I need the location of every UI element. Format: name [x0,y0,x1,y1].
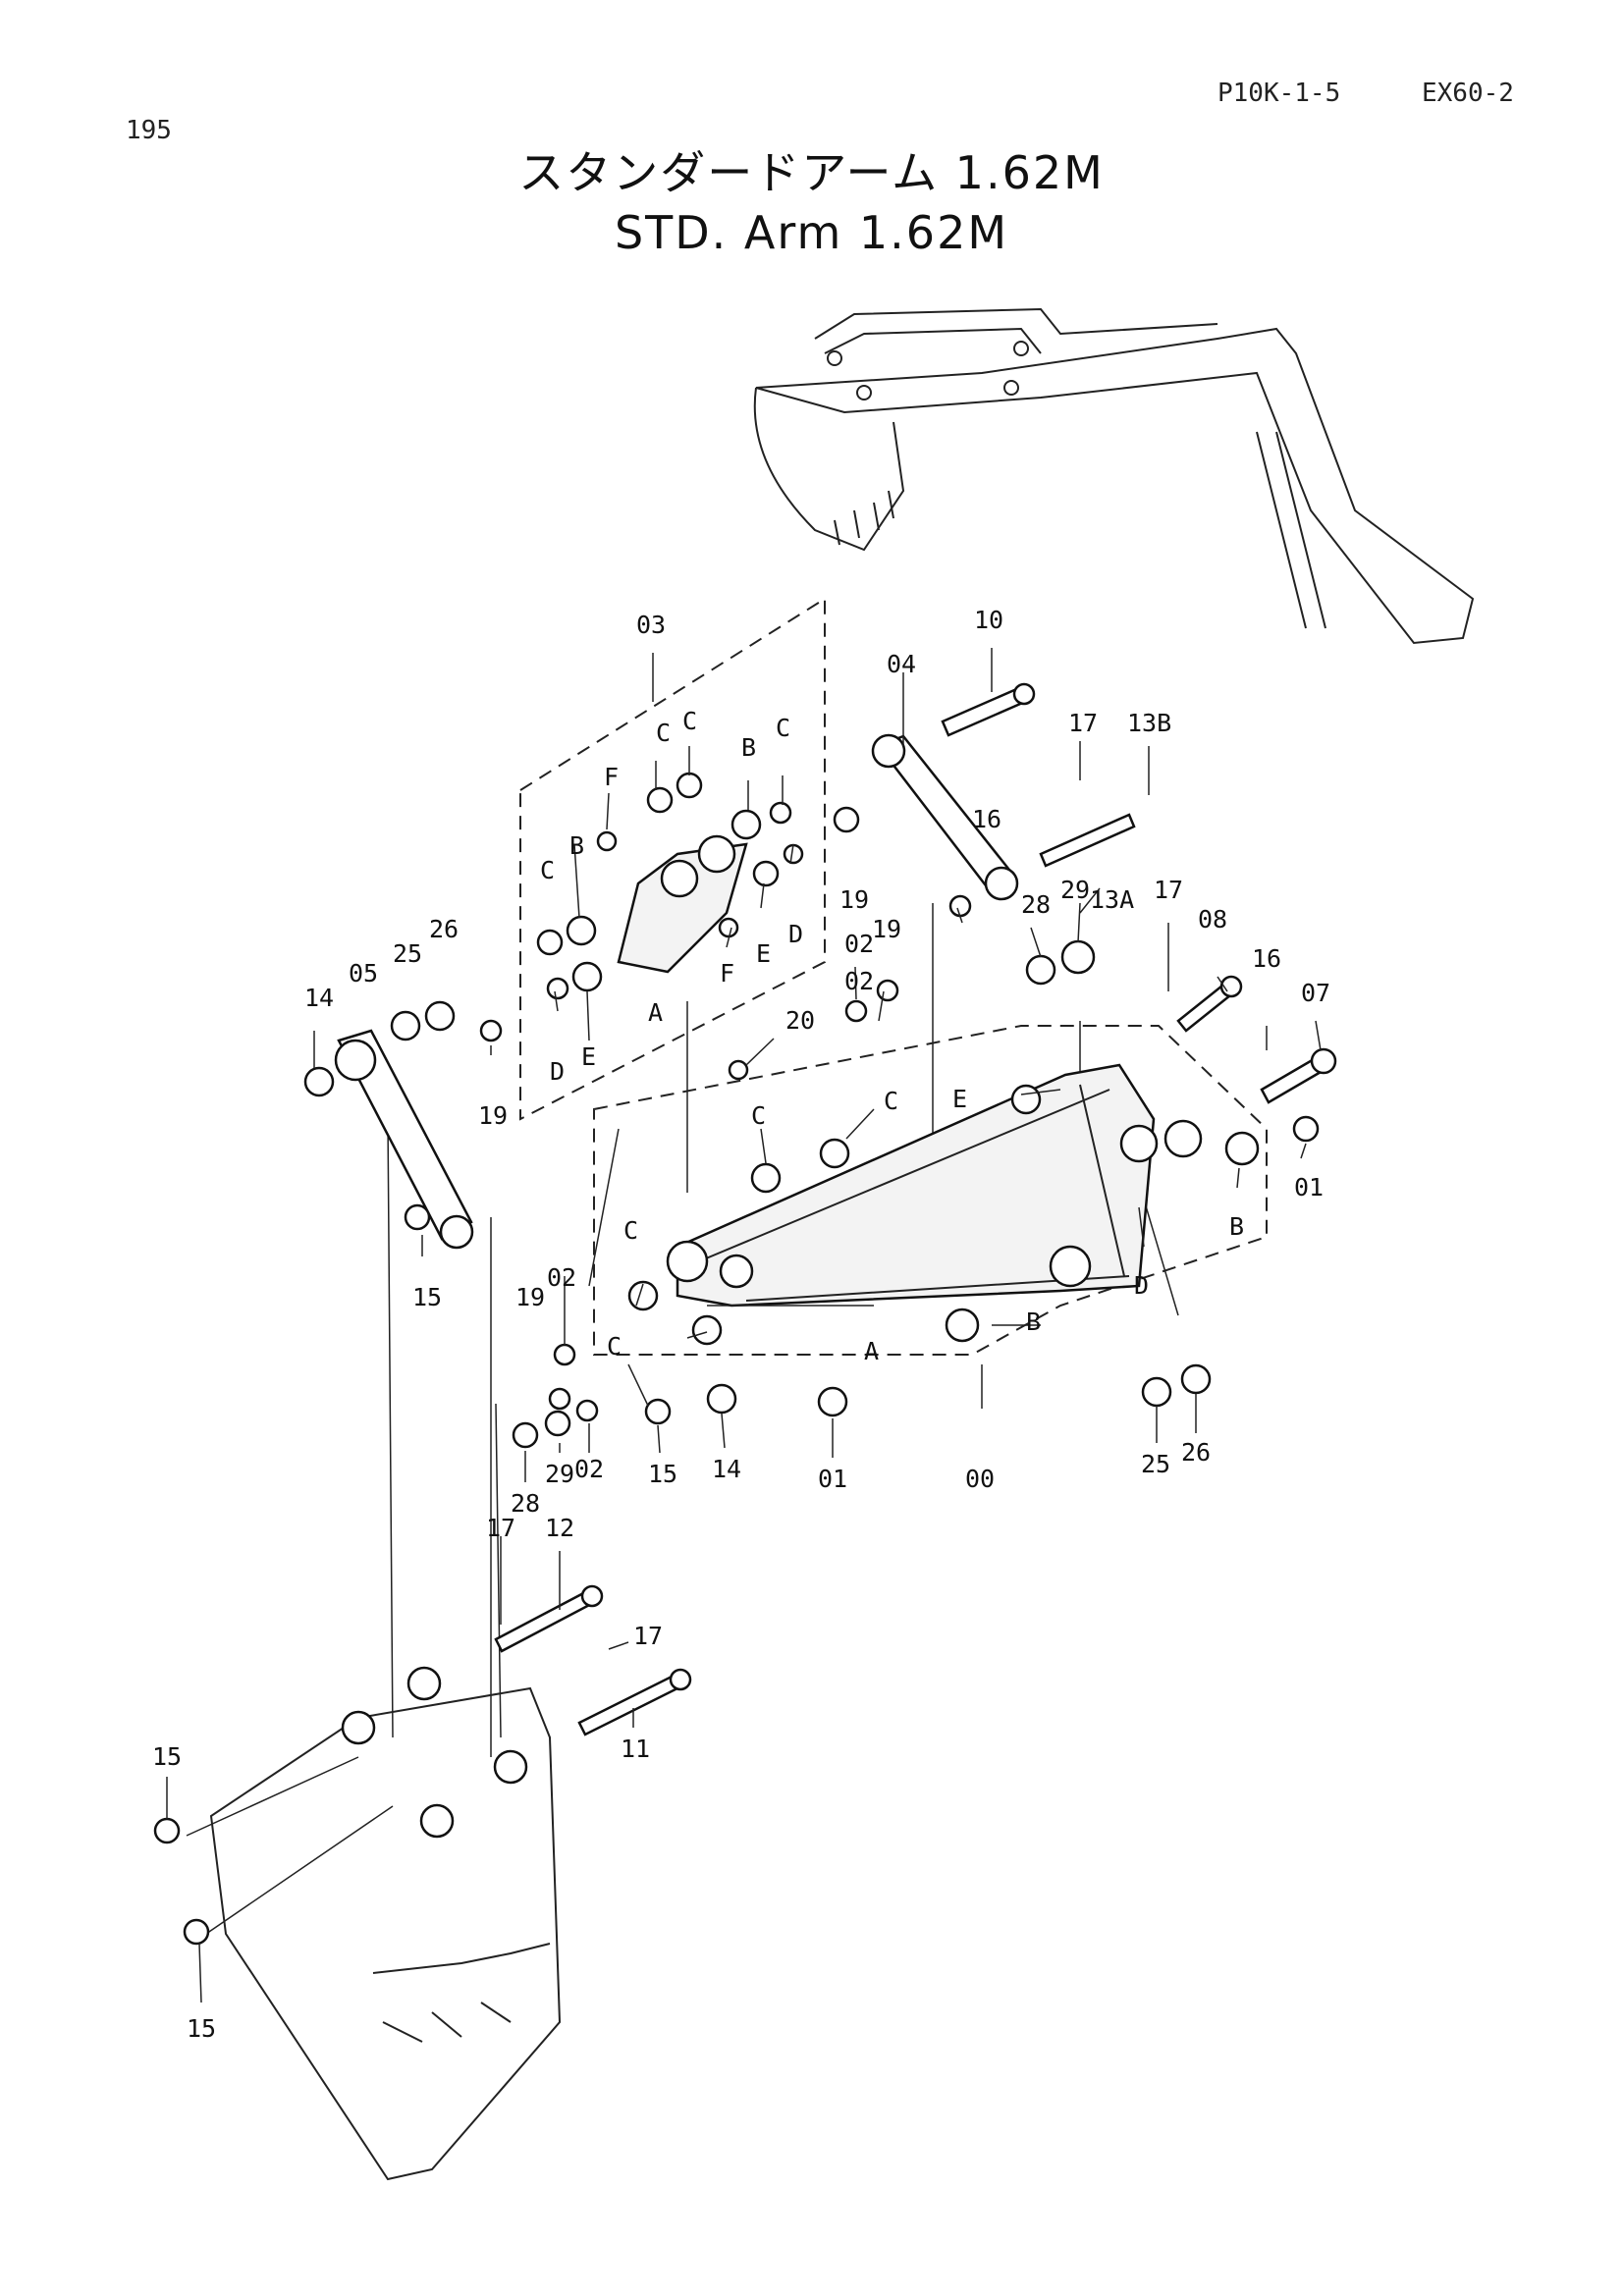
bushings-shims-rings [153,772,1320,1946]
pins [494,682,1337,1736]
callout-label: B [1026,1308,1041,1336]
callout-label: 17 [1068,709,1098,737]
callout-label: 17 [633,1622,663,1650]
callout-label: 04 [887,650,916,678]
callout-label: 10 [974,606,1003,634]
machine-model: EX60-2 [1422,79,1514,108]
callout-label: 26 [1181,1438,1211,1467]
callout-label: 19 [839,885,869,914]
callout-label: 16 [1252,944,1281,973]
callout-label: 03 [636,611,666,639]
link-05 [334,1029,474,1250]
callout-label: C [776,714,790,742]
callout-label: 26 [429,915,459,943]
callout-label: C [751,1101,766,1130]
callout-label: 29 [545,1460,574,1488]
callout-label: C [623,1216,638,1245]
callout-label: 05 [349,959,378,988]
callout-label: 19 [872,915,901,943]
callout-label: A [648,998,663,1027]
callout-label: B [741,733,756,762]
assembly-00-boundary [593,1025,1268,1356]
callout-label: 02 [844,930,874,958]
callout-label: E [756,939,771,968]
document-code: P10K-1-5 [1217,79,1341,108]
callout-label: 20 [785,1006,815,1035]
callout-label: C [884,1087,898,1115]
callout-label: D [1134,1271,1149,1300]
callout-label: E [581,1042,596,1071]
callout-label: 19 [515,1283,545,1311]
callout-label: 15 [187,2014,216,2043]
callout-label: 17 [1154,876,1183,904]
bucket [209,1666,562,2181]
callout-label: 16 [972,805,1001,833]
link-04 [871,733,1019,901]
callout-label: D [788,920,803,948]
assembly-03-boundary [519,597,826,1121]
callout-label: 15 [648,1460,677,1488]
callout-label: B [1229,1212,1244,1241]
callout-label: 02 [844,967,874,995]
callout-label: 08 [1198,905,1227,934]
callout-label: 15 [412,1283,442,1311]
callout-label: D [550,1057,565,1086]
callout-label: 02 [547,1263,576,1292]
callout-label: 15 [152,1742,182,1771]
callout-label: 25 [393,939,422,968]
callout-label: F [720,959,734,988]
title-english: STD. Arm 1.62M [614,206,1009,259]
callout-label: 12 [545,1514,574,1542]
callout-label: 00 [965,1465,995,1493]
callout-label: C [656,719,671,747]
callout-label: 11 [621,1735,650,1763]
callout-label: 14 [712,1455,741,1483]
guide-lines [186,903,1179,1935]
callout-label: 13A [1090,885,1134,914]
callout-label: 19 [478,1101,508,1130]
callout-labels: 03 10 04 17 13B C C C B F B C 16 25 26 1… [152,606,1330,2043]
callout-label: 02 [574,1455,604,1483]
arm-body-00 [666,1063,1203,1308]
callout-label: E [952,1085,967,1113]
callout-label: 01 [818,1465,847,1493]
callout-label: F [604,763,619,791]
callout-label: 07 [1301,979,1330,1007]
callout-label: C [682,707,697,735]
callout-label: 13B [1127,709,1171,737]
callout-label: 28 [1021,890,1051,919]
callout-label: C [607,1332,622,1361]
callout-label: 28 [511,1489,540,1518]
callout-label: 14 [304,984,334,1012]
overview-attachment-illustration [753,307,1475,645]
callout-label: 17 [486,1514,515,1542]
callout-label: B [569,831,584,860]
callout-label: 01 [1294,1173,1324,1201]
callout-label: A [864,1337,879,1365]
bracket-03-a [617,834,748,974]
callout-label: 29 [1060,876,1090,904]
leader-lines [166,648,1322,2003]
callout-label: 25 [1141,1450,1170,1478]
title-japanese: スタンダードアーム 1.62M [518,146,1105,199]
callout-label: C [540,856,555,884]
page-number: 195 [126,116,172,145]
